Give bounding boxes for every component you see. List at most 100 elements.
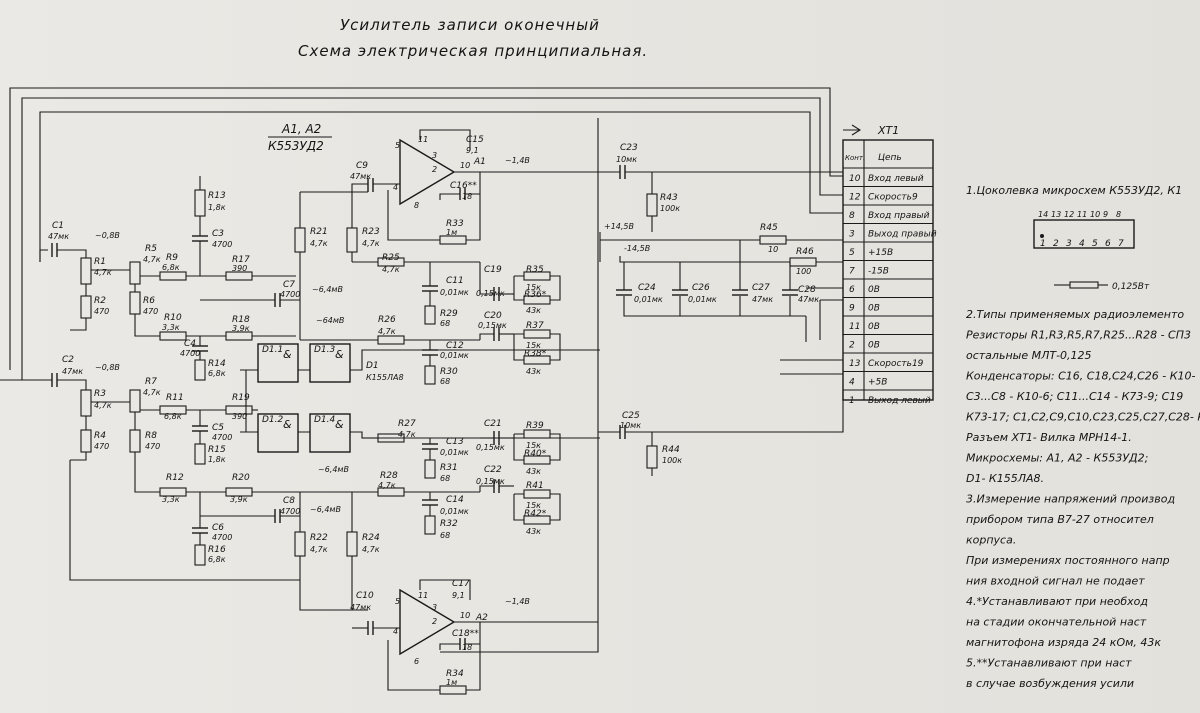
svg-text:5: 5 <box>395 141 400 150</box>
r32-ref: R32 <box>440 519 458 529</box>
c28-ref: C28 <box>798 285 816 295</box>
r36-val: 43к <box>526 306 541 315</box>
connector-net-9: 0В <box>868 341 880 351</box>
connector-net-1: Скорость9 <box>868 193 918 203</box>
c8-ref: C8 <box>283 496 295 506</box>
ic-pin-bottom-1: 1 <box>1040 239 1046 249</box>
c15-ref: C15 <box>466 135 484 145</box>
r20-val: 3,9к <box>230 495 248 504</box>
r30-val: 68 <box>440 377 450 386</box>
c15-val: 9,1 <box>466 146 479 155</box>
note-line-12: При измерениях постоянного напр <box>966 554 1170 567</box>
c11-val: 0,01мк <box>440 288 469 297</box>
c17-ref: C17 <box>452 579 470 589</box>
r8-ref: R8 <box>145 431 157 441</box>
c3-ref: C3 <box>212 229 224 239</box>
c26-ref: C26 <box>692 283 710 293</box>
r23-ref: R23 <box>362 227 380 237</box>
r32-val: 68 <box>440 531 450 540</box>
c11-ref: C11 <box>446 276 464 286</box>
c8-voltage: ~6,4мВ <box>310 505 341 514</box>
r46-val: 100 <box>796 267 811 276</box>
svg-text:&: & <box>335 418 344 431</box>
c28-val: 47мк <box>798 295 819 304</box>
r27-ref: R27 <box>398 419 416 429</box>
r16-ref: R16 <box>208 545 226 555</box>
r24-val: 4,7к <box>362 545 380 554</box>
connector-pin-11: 11 <box>849 322 860 332</box>
c10-ref: C10 <box>356 591 374 601</box>
r11-ref: R11 <box>166 393 184 403</box>
svg-text:3: 3 <box>432 151 437 160</box>
connector-net-12: Выход левый <box>868 396 931 406</box>
r44-ref: R44 <box>662 445 680 455</box>
a1-ref: A1 <box>473 157 486 167</box>
r3-ref: R3 <box>94 389 106 399</box>
gate-d1-3 <box>309 343 351 383</box>
c21-ref: C21 <box>484 419 502 429</box>
c7-ref: C7 <box>283 280 295 290</box>
connector-net-8: 0В <box>868 322 880 332</box>
c4-val: 4700 <box>180 349 200 358</box>
c3-val: 4700 <box>212 240 232 249</box>
svg-text:11: 11 <box>418 591 428 600</box>
ic-pin-top-12: 12 <box>1064 210 1074 219</box>
r25-ref: R25 <box>382 253 400 263</box>
r24-ref: R24 <box>362 533 380 543</box>
c16-val: 18 <box>462 192 472 201</box>
connector-pin-4: 4 <box>849 378 855 388</box>
c18-val: 18 <box>462 643 472 652</box>
c23-ref: C23 <box>620 143 638 153</box>
svg-text:5: 5 <box>395 597 400 606</box>
r5-ref: R5 <box>145 244 157 254</box>
c22-val: 0,15мк <box>476 477 505 486</box>
c10-val: 47мк <box>350 603 371 612</box>
c17-val: 9,1 <box>452 591 465 600</box>
r14-ref: R14 <box>208 359 226 369</box>
c18-ref: C18** <box>452 629 479 639</box>
connector-net-7: 0В <box>868 304 880 314</box>
r31-val: 68 <box>440 474 450 483</box>
svg-text:&: & <box>335 348 344 361</box>
r12-ref: R12 <box>166 473 184 483</box>
r37-ref: R37 <box>526 321 544 331</box>
ic-pin-bottom-4: 4 <box>1079 239 1085 249</box>
d1-val: К155ЛА8 <box>366 373 404 382</box>
d12-voltage: ~6,4мВ <box>318 465 349 474</box>
r41-ref: R41 <box>526 481 544 491</box>
c12-ref: C12 <box>446 341 464 351</box>
note-resistor-power: 0,125Вт <box>1112 282 1150 292</box>
connector-net-5: -15В <box>868 267 889 277</box>
r45-ref: R45 <box>760 223 778 233</box>
connector-net-11: +5В <box>868 378 887 388</box>
svg-text:4: 4 <box>393 627 398 636</box>
r40-ref: R40* <box>524 449 547 459</box>
note-line-16: магнитофона изряда 24 кОм, 43к <box>966 636 1161 649</box>
c13-val: 0,01мк <box>440 448 469 457</box>
opamp-a1 <box>399 138 456 206</box>
c8-val: 4700 <box>280 507 300 516</box>
r19-val: 390 <box>232 412 247 421</box>
r15-ref: R15 <box>208 445 226 455</box>
c13-ref: C13 <box>446 437 464 447</box>
r42-ref: R42* <box>524 509 547 519</box>
note-line-4: С3...С8 - К10-6; С11...С14 - К73-9; С19 <box>966 390 1183 403</box>
r7-ref: R7 <box>145 377 157 387</box>
r23-val: 4,7к <box>362 239 380 248</box>
title-line-1: Усилитель записи оконечный <box>340 16 600 34</box>
connector-pin-8: 8 <box>849 211 855 221</box>
ic-pin-top-14: 14 <box>1038 210 1048 219</box>
r46-ref: R46 <box>796 247 814 257</box>
d13-ref: D1.3 <box>314 345 336 355</box>
connector-col-pin: Конт. <box>845 154 865 162</box>
connector-pin-7: 7 <box>849 267 855 277</box>
ic-pin-top-9: 9 <box>1103 210 1108 219</box>
r22-ref: R22 <box>310 533 328 543</box>
r38-ref: R38* <box>524 349 547 359</box>
r21-val: 4,7к <box>310 239 328 248</box>
minus-14-voltage: -14,5В <box>624 244 650 253</box>
r44-val: 100к <box>662 456 682 465</box>
c16-ref: C16** <box>450 181 477 191</box>
r3-voltage: ~0,8В <box>95 363 120 372</box>
